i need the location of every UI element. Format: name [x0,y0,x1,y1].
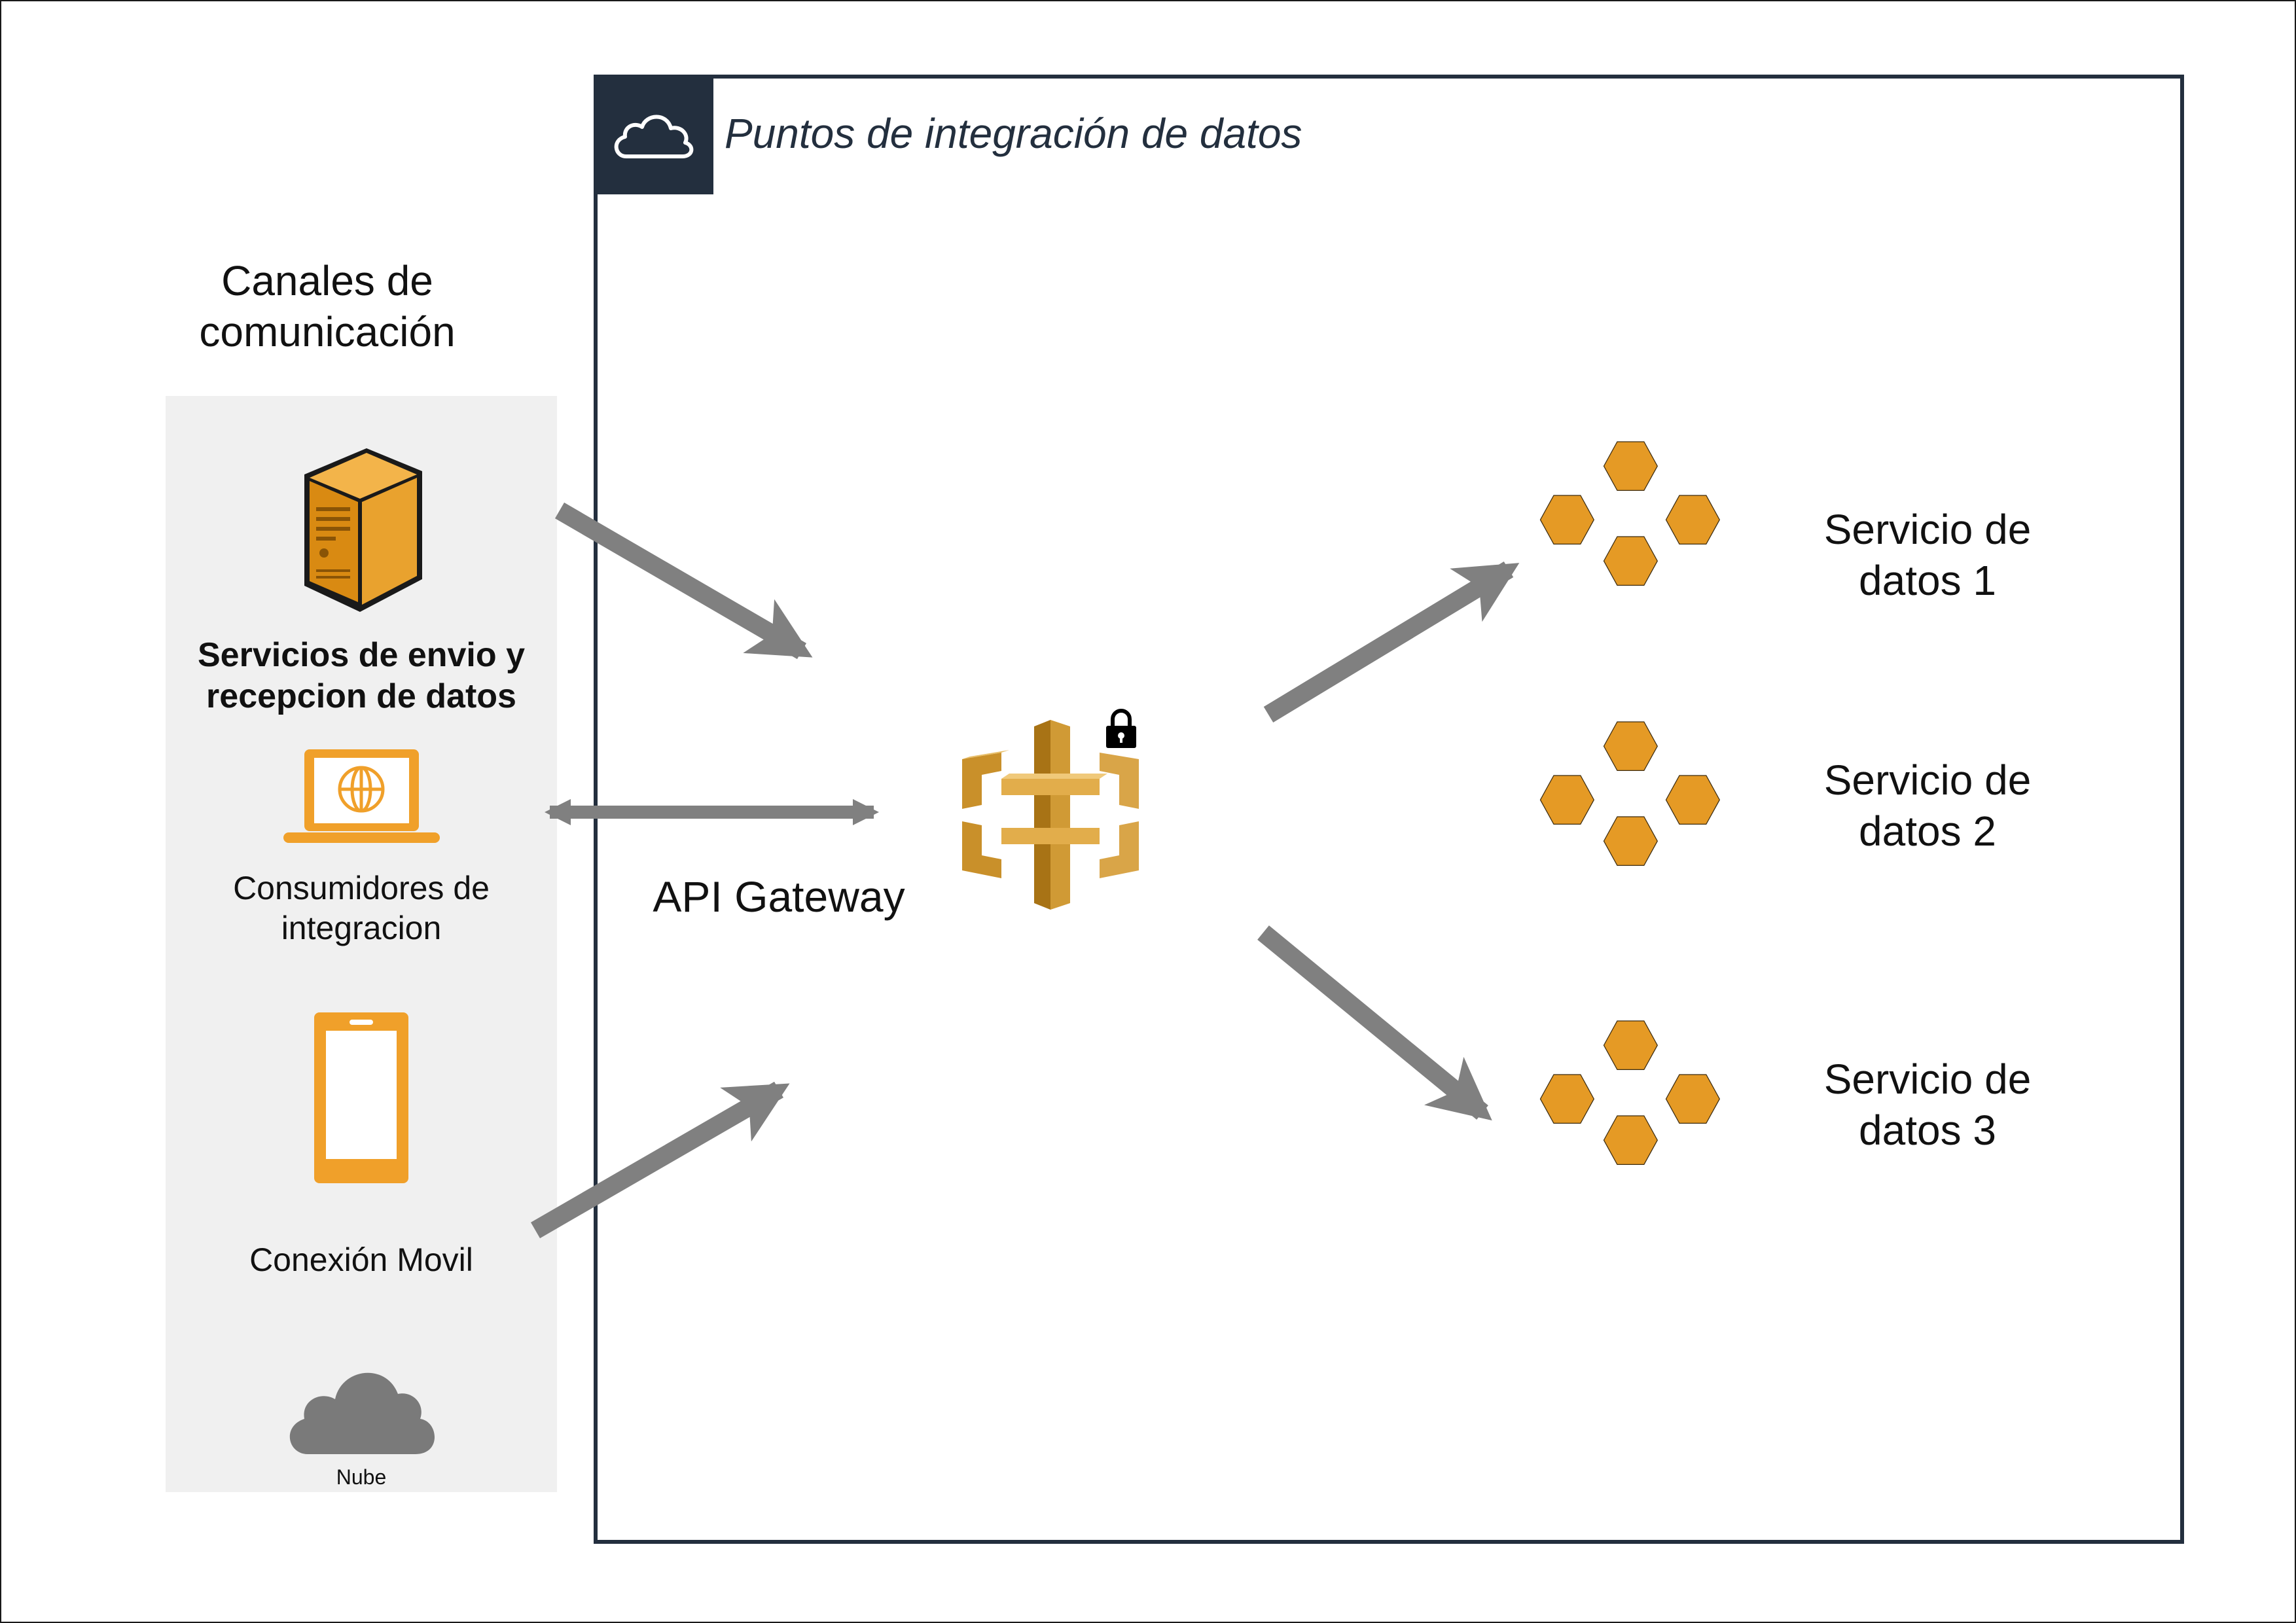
service-1-label: Servicio de datos 1 [1754,504,2101,606]
service-3-line2: datos 3 [1859,1107,1996,1154]
lock-icon [1106,709,1136,748]
arrow-gateway-to-service-3 [1257,925,1492,1121]
service-2-line2: datos 2 [1859,808,1996,855]
service-3-label: Servicio de datos 3 [1754,1054,2101,1156]
group-title: Puntos de integración de datos [725,110,1302,157]
server-icon [304,448,422,612]
arrow-movil-to-gateway [530,1081,790,1239]
service-3-line1: Servicio de [1823,1056,2032,1103]
channels-title-line1: Canales de [221,257,433,304]
channel-consumidores-label: Consumidores de integracion [165,868,558,948]
service-2-line1: Servicio de [1823,757,2032,804]
cloud-icon [289,1372,435,1454]
service-1-line2: datos 1 [1859,557,1996,605]
service-1-line1: Servicio de [1823,506,2032,553]
service-2-label: Servicio de datos 2 [1754,755,2101,857]
channel-consumidores-line1: Consumidores de [233,870,490,906]
hexagon-cluster-icon-3 [1539,1020,1721,1166]
channels-title-line2: comunicación [199,308,456,356]
hexagon-cluster-icon-1 [1539,441,1721,586]
cloud-outline-icon [614,115,694,158]
channel-consumidores-line2: integracion [281,910,442,946]
arrow-servicios-to-gateway [554,502,813,660]
group-header [594,75,713,194]
hexagon-cluster-icon-2 [1539,721,1721,866]
channel-servicios-line1: Servicios de envio y [197,636,526,674]
channel-movil-label: Conexión Movil [249,1241,473,1278]
mobile-phone-icon [314,1012,408,1183]
laptop-globe-icon [283,749,440,843]
arrow-gateway-to-service-1 [1263,562,1520,722]
channels-title: Canales de comunicación [118,255,537,357]
api-gateway-icon [962,720,1139,910]
api-gateway-label: API Gateway [653,872,905,921]
channel-nube-label: Nube [336,1465,387,1489]
channel-servicios-line2: recepcion de datos [206,677,516,716]
channel-servicios-label: Servicios de envio y recepcion de datos [165,635,558,718]
